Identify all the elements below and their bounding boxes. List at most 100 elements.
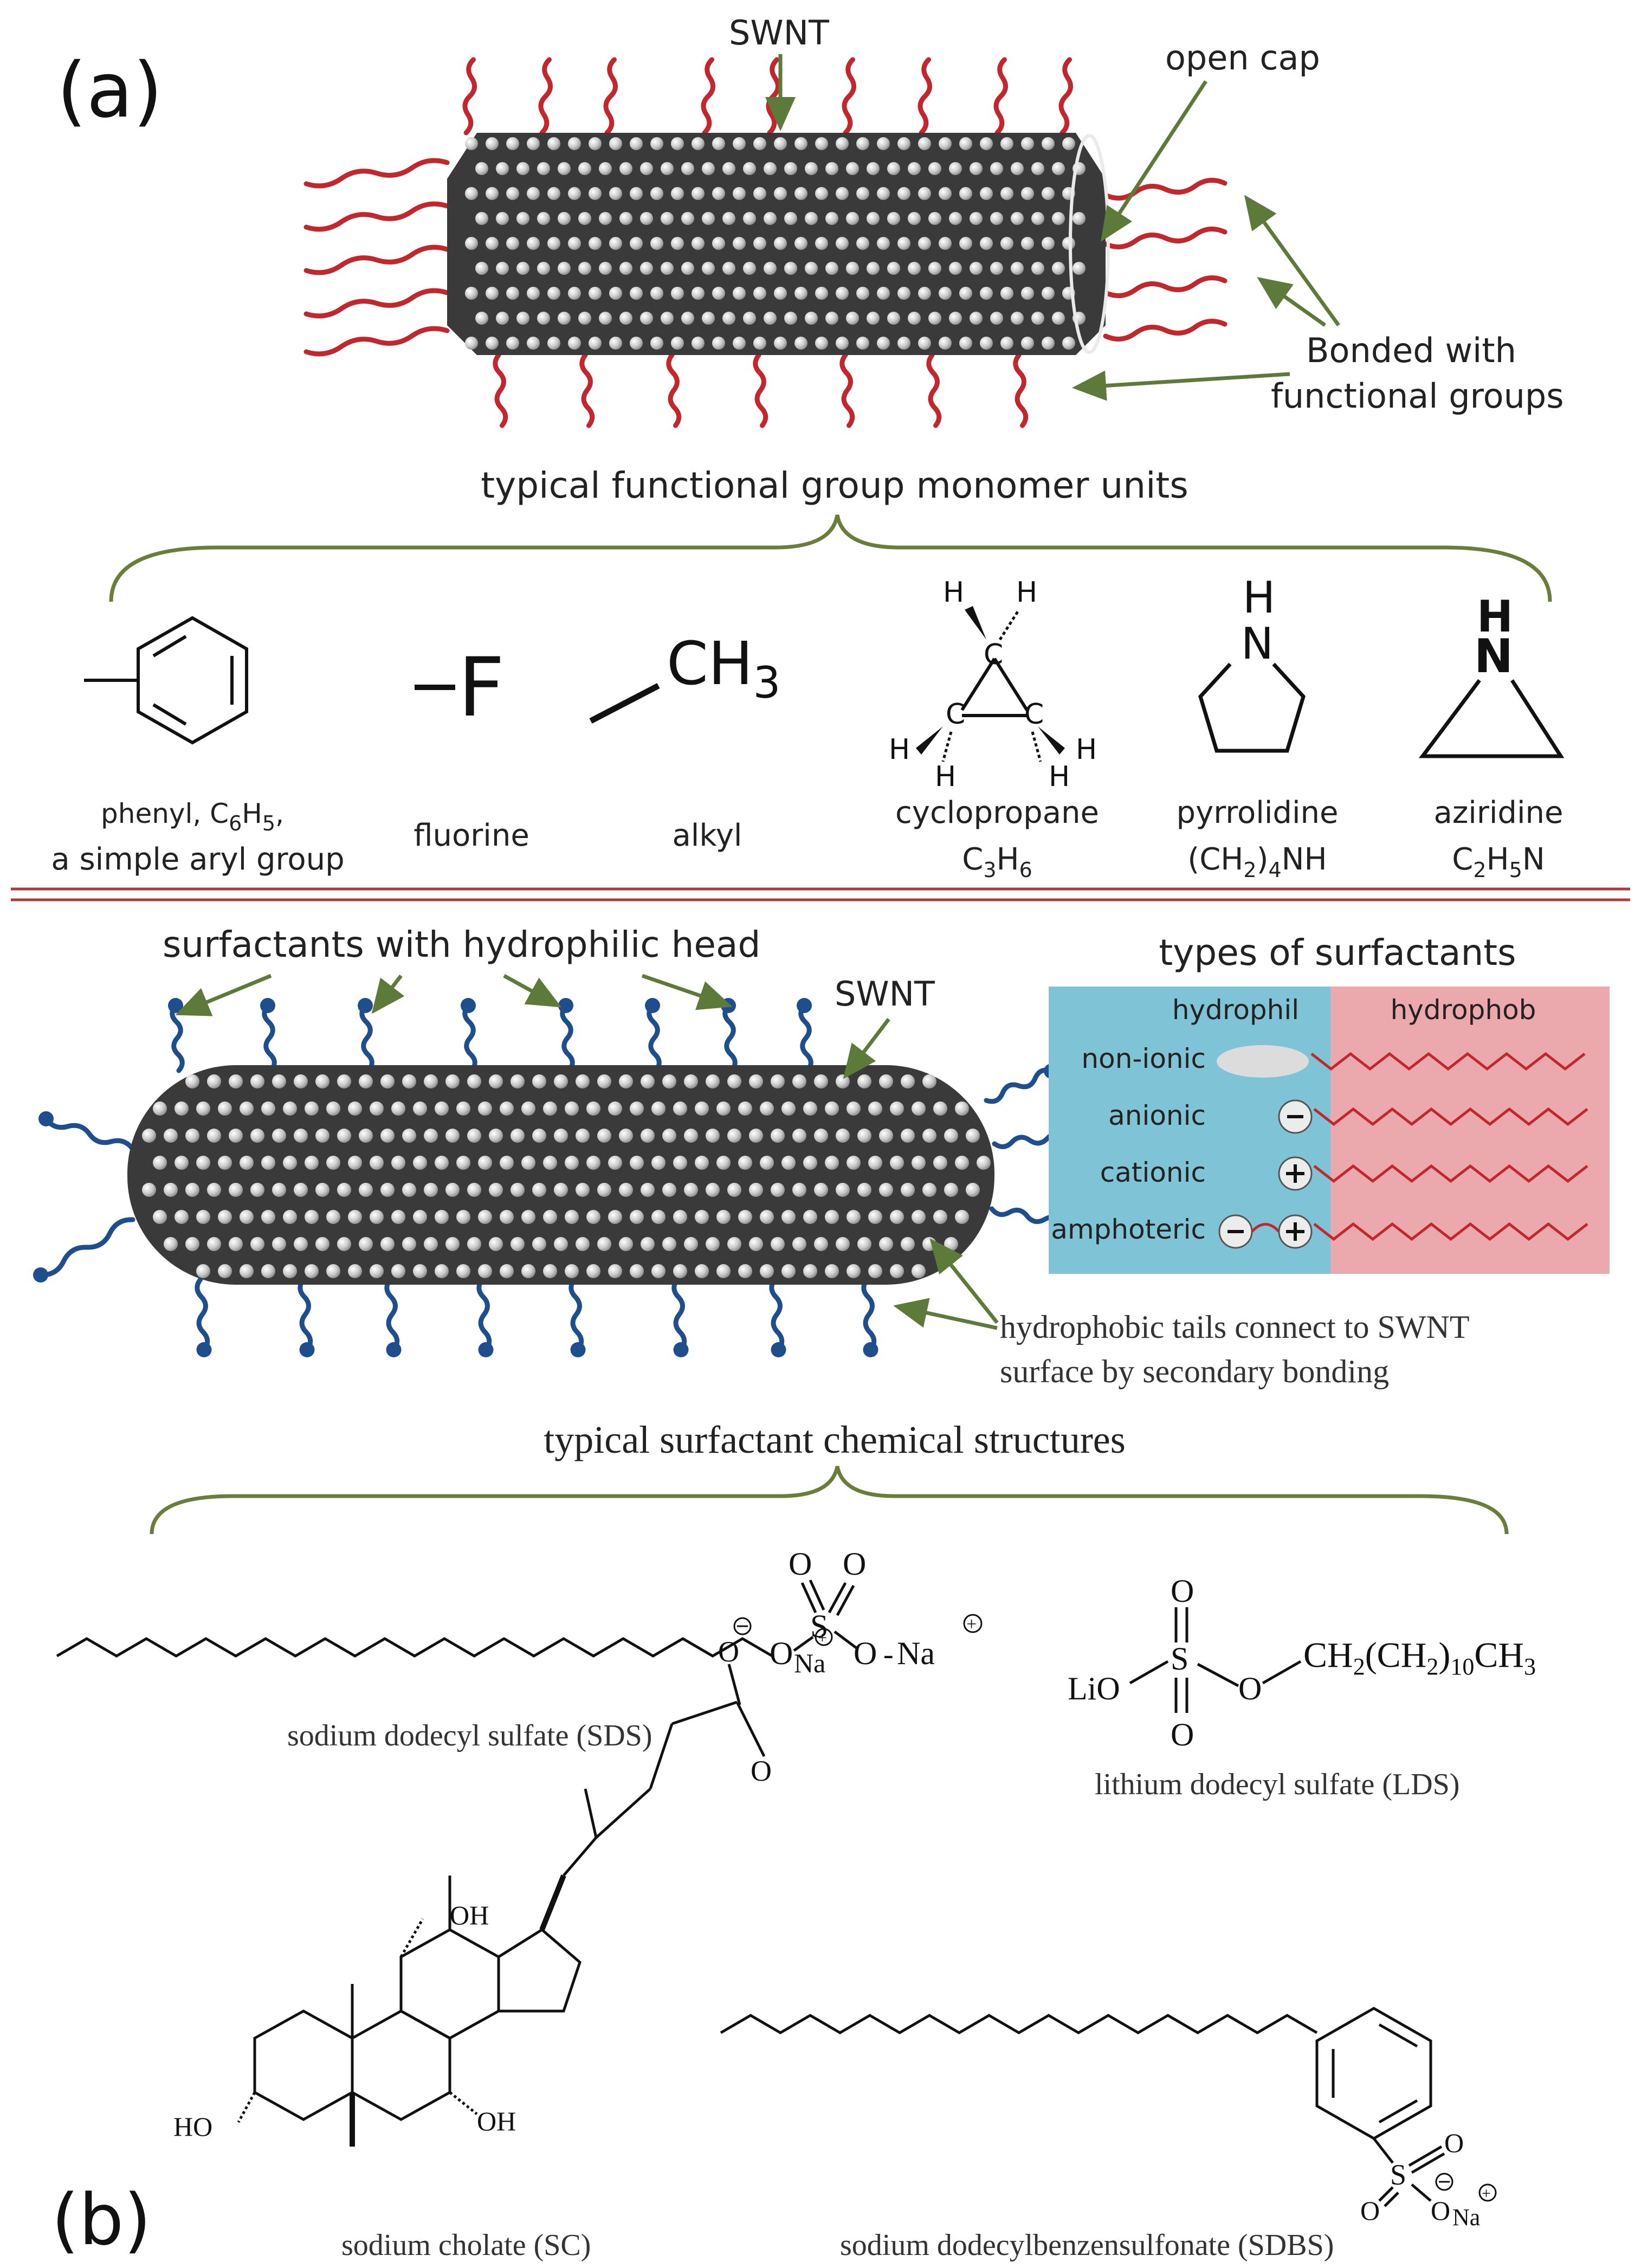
carbon-atom xyxy=(928,262,941,275)
carbon-atom xyxy=(175,1101,189,1116)
carbon-atom xyxy=(650,187,663,200)
carbon-atom xyxy=(856,287,869,300)
carbon-atom xyxy=(609,187,622,200)
carbon-atom xyxy=(521,1156,535,1170)
surfactant-chain xyxy=(384,1277,400,1352)
svg-text:O: O xyxy=(751,1755,772,1787)
panel-b: surfactants with hydrophilic head SWNT h… xyxy=(33,924,1610,2262)
carbon-atom xyxy=(240,1156,254,1170)
hydrophilic-head xyxy=(570,1342,586,1357)
carbon-atom xyxy=(836,1074,850,1088)
carbon-atom xyxy=(771,1074,785,1088)
carbon-atom xyxy=(857,1183,871,1197)
carbon-atom xyxy=(630,237,643,250)
carbon-atom xyxy=(1031,312,1044,325)
carbon-atom xyxy=(527,137,540,150)
carbon-atom xyxy=(218,1264,232,1278)
carbon-atom xyxy=(939,287,952,300)
carbon-atom xyxy=(578,162,591,175)
nonionic-head xyxy=(1217,1045,1309,1078)
sdbs-structure: S O O O Na + xyxy=(720,2007,1497,2231)
carbon-atom xyxy=(305,1156,319,1170)
carbon-atom xyxy=(153,1210,167,1224)
carbon-atom xyxy=(164,1129,178,1143)
carbon-atom xyxy=(908,162,921,175)
carbon-atom xyxy=(901,1129,915,1143)
carbon-atom xyxy=(918,237,931,250)
carbon-atom xyxy=(359,1074,373,1088)
carbon-atom xyxy=(568,287,581,300)
arrow-swnt-b xyxy=(843,1017,890,1079)
nanotube-b-lattice xyxy=(142,1074,991,1278)
sc-label: sodium cholate (SC) xyxy=(341,2228,591,2262)
carbon-atom xyxy=(641,1183,655,1197)
carbon-atom xyxy=(836,187,849,200)
carbon-atom xyxy=(1000,137,1013,150)
carbon-atom xyxy=(537,212,550,225)
carbon-atom xyxy=(164,1237,178,1251)
carbon-atom xyxy=(949,312,962,325)
carbon-atom xyxy=(185,1074,199,1088)
carbon-atom xyxy=(475,312,488,325)
open-cap xyxy=(1069,134,1110,354)
carbon-atom xyxy=(722,212,735,225)
carbon-atom xyxy=(500,1156,514,1170)
carbon-atom xyxy=(1042,237,1055,250)
svg-text:OH: OH xyxy=(477,2106,516,2136)
carbon-atom xyxy=(673,1264,687,1278)
carbon-atom xyxy=(990,212,1003,225)
carbon-atom xyxy=(554,1074,568,1088)
carbon-atom xyxy=(576,1074,590,1088)
carbon-atom xyxy=(500,1264,514,1278)
surfactant-chain xyxy=(722,1003,738,1073)
carbon-atom xyxy=(760,1101,774,1116)
carbon-atom xyxy=(738,1156,752,1170)
carbon-atom xyxy=(774,287,787,300)
carbon-atom xyxy=(712,337,725,350)
carbon-atom xyxy=(727,1129,741,1143)
carbon-atom xyxy=(879,1237,893,1251)
carbon-atom xyxy=(568,237,581,250)
carbon-atom xyxy=(847,1156,861,1170)
carbon-atom xyxy=(630,137,643,150)
carbon-atom xyxy=(1073,212,1086,225)
carbon-atom xyxy=(337,1183,351,1197)
carbon-atom xyxy=(240,1101,254,1116)
carbon-atom xyxy=(661,162,674,175)
carbon-atom xyxy=(815,187,828,200)
carbon-atom xyxy=(465,187,478,200)
carbon-atom xyxy=(589,337,602,350)
surfactant-chain xyxy=(861,1277,877,1352)
carbon-atom xyxy=(955,1210,969,1224)
aziridine-structure: H N xyxy=(1419,591,1565,758)
functional-group-chain xyxy=(303,244,450,275)
carbon-atom xyxy=(712,287,725,300)
carbon-atom xyxy=(532,1237,546,1251)
cyclopropane-label: cyclopropane xyxy=(895,795,1099,830)
carbon-atom xyxy=(836,137,849,150)
carbon-atom xyxy=(1000,287,1013,300)
carbon-atom xyxy=(370,1210,384,1224)
svg-text:C: C xyxy=(946,698,965,731)
carbon-atom xyxy=(640,262,653,275)
carbon-atom xyxy=(630,287,643,300)
surfactant-chain xyxy=(671,1277,687,1352)
carbon-atom xyxy=(922,1129,936,1143)
carbon-atom xyxy=(261,1156,275,1170)
sds-label: sodium dodecyl sulfate (SDS) xyxy=(287,1719,652,1752)
carbon-atom xyxy=(240,1264,254,1278)
carbon-atom xyxy=(465,137,478,150)
carbon-atom xyxy=(1000,237,1013,250)
carbon-atom xyxy=(511,1074,525,1088)
carbon-atom xyxy=(294,1074,308,1088)
panel-b-letter: (b) xyxy=(51,2179,151,2261)
aziridine-formula: C2H5N xyxy=(1452,842,1545,882)
nanotube-b-body xyxy=(127,1065,994,1285)
carbon-atom xyxy=(435,1156,449,1170)
fluorine-label: fluorine xyxy=(414,818,529,853)
carbon-atom xyxy=(261,1210,275,1224)
carbon-atom xyxy=(370,1156,384,1170)
carbon-atom xyxy=(196,1156,210,1170)
carbon-atom xyxy=(908,262,921,275)
